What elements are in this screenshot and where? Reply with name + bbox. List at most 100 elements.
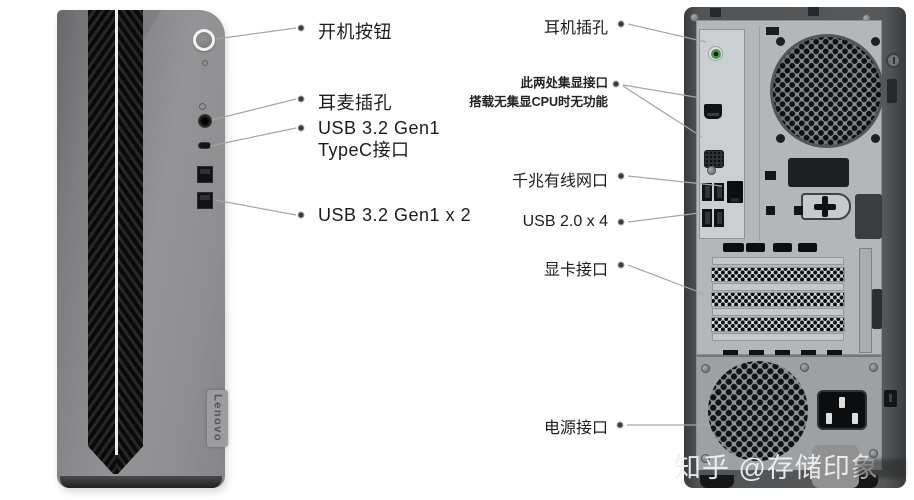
screw-icon — [707, 166, 716, 175]
usb-a-port — [702, 209, 712, 227]
label-lan-port: 千兆有线网口 — [511, 173, 608, 190]
label-gpu-slot: 显卡接口 — [543, 262, 608, 279]
power-led-icon — [202, 60, 208, 66]
vent-slot — [766, 27, 779, 35]
watermark-smudge — [857, 459, 905, 478]
bracket-hook — [872, 289, 882, 329]
headset-jack-port — [199, 115, 211, 127]
power-pin-slot — [839, 397, 845, 408]
label-igpu-note: 此两处集显接口 搭载无集显CPU时无功能 — [469, 74, 608, 112]
fan-mount-hole — [871, 37, 880, 46]
vent-cutout — [766, 206, 775, 215]
callout-dot — [612, 80, 620, 88]
pcie-slot-cover — [712, 308, 844, 316]
pcie-slot-cover — [712, 283, 844, 291]
label-igpu-note-line1: 此两处集显接口 — [520, 76, 608, 90]
callout-dot — [297, 95, 305, 103]
panel-seam — [759, 27, 760, 241]
pcie-slot-cover — [712, 257, 844, 265]
hdmi-port — [704, 104, 722, 119]
callout-dot — [617, 172, 625, 180]
usb-a-port — [714, 183, 724, 201]
front-tower-image: Lenovo — [57, 10, 228, 488]
warning-label — [788, 158, 849, 187]
front-tower-base — [60, 476, 222, 488]
callout-dot — [617, 20, 625, 28]
label-power-inlet: 电源接口 — [543, 420, 608, 437]
screw-icon — [800, 363, 809, 372]
screw-icon — [690, 13, 699, 22]
slot-bracket-rail — [859, 248, 872, 353]
watermark-text: 知乎 @存储印象 — [674, 453, 879, 483]
screw-icon — [701, 364, 710, 373]
label-usb-typec: USB 3.2 Gen1 TypeC接口 — [318, 117, 440, 161]
power-inlet-port — [817, 390, 867, 430]
slot-cutout — [773, 243, 792, 252]
padlock-loop — [801, 193, 851, 220]
vent-dash — [801, 350, 816, 355]
vent-cutout — [765, 171, 776, 180]
label-usb-typec-line1: USB 3.2 Gen1 — [318, 118, 441, 138]
kensington-lock-slot — [884, 390, 897, 407]
side-latch — [887, 79, 897, 103]
usb-a-port — [702, 183, 712, 201]
chassis-recess — [855, 194, 882, 239]
front-vent-stripe — [88, 10, 143, 474]
fan-grille — [770, 34, 884, 148]
rear-tower-image — [684, 7, 906, 488]
thumbscrew-icon — [886, 53, 901, 68]
vent-texture-right — [115, 10, 143, 474]
vent-dash — [827, 350, 842, 355]
chassis-clip — [808, 7, 819, 16]
screw-icon — [701, 454, 710, 463]
vent-cutout — [794, 206, 803, 215]
label-usb-typec-line2: TypeC接口 — [318, 140, 410, 160]
label-usb-ports: USB 3.2 Gen1 x 2 — [318, 205, 472, 225]
watermark-blob — [812, 445, 859, 488]
label-headset-jack: 耳麦插孔 — [318, 93, 392, 113]
front-top-facet-right — [143, 10, 161, 42]
chassis-foot — [700, 475, 734, 488]
plus-icon — [822, 196, 828, 217]
ethernet-port — [727, 181, 743, 203]
front-top-facet-left — [73, 10, 88, 42]
leader-line — [214, 199, 297, 216]
vent-dash — [775, 350, 790, 355]
psu-vent-grille — [708, 361, 808, 461]
label-headphone-jack: 耳机插孔 — [543, 20, 608, 37]
vent-dash — [723, 350, 738, 355]
usb-a-port — [197, 166, 213, 183]
callout-dot — [616, 421, 624, 429]
power-pin-slot — [826, 413, 832, 424]
callout-dot — [297, 124, 305, 132]
lenovo-logo: Lenovo — [207, 390, 228, 447]
screw-icon — [862, 14, 871, 23]
pcie-slot-cover — [712, 333, 844, 341]
callout-dot — [617, 261, 625, 269]
fan-mount-hole — [871, 134, 880, 143]
screw-icon — [869, 363, 878, 372]
usb-a-port — [197, 192, 213, 209]
vga-port — [704, 150, 724, 168]
front-light-strip — [115, 10, 118, 456]
callout-dot — [617, 218, 625, 226]
slot-cutout — [798, 243, 817, 252]
fan-mount-hole — [776, 37, 785, 46]
label-usb2-ports: USB 2.0 x 4 — [522, 213, 608, 230]
usb-c-port — [198, 142, 211, 149]
rear-io-panel — [696, 20, 884, 355]
power-button-icon — [193, 29, 215, 51]
pcie-slot-cover-vented — [711, 267, 845, 282]
slot-cutout — [746, 243, 765, 252]
headset-indicator-icon — [199, 103, 206, 110]
callout-dot — [297, 211, 305, 219]
callout-dot — [297, 24, 305, 32]
fan-mount-hole — [776, 134, 785, 143]
power-pin-slot — [852, 413, 858, 424]
leader-line — [215, 27, 297, 40]
motherboard-io-shield — [699, 29, 745, 239]
label-power-button: 开机按钮 — [318, 22, 392, 42]
vent-texture-left — [88, 10, 116, 474]
pcie-slot-cover-vented — [711, 317, 845, 332]
